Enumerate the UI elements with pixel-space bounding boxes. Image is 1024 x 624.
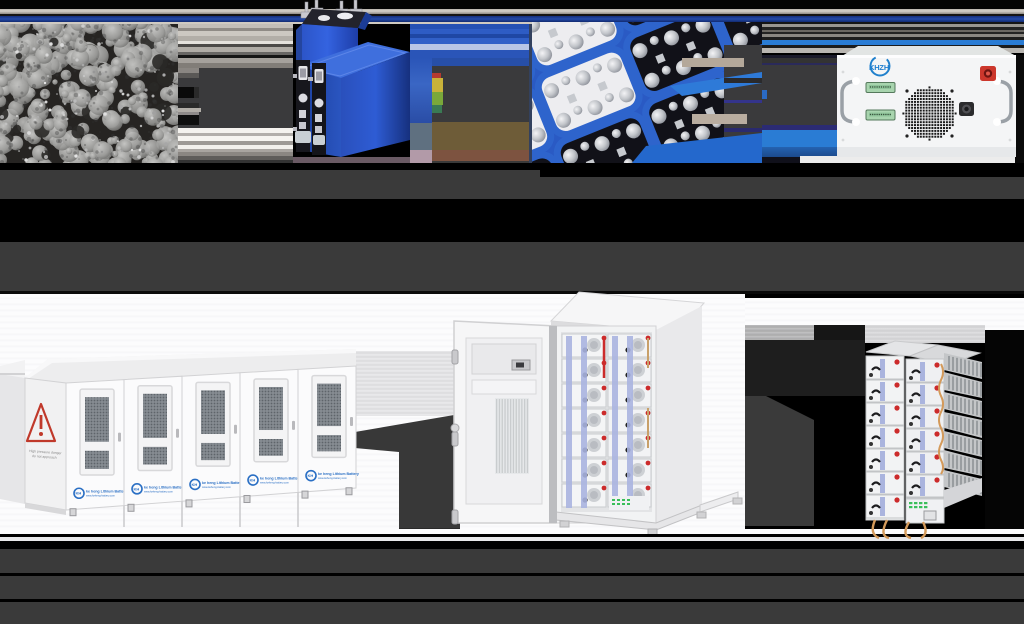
svg-text:KH: KH [134,486,140,491]
svg-text:do not approach: do not approach [32,454,57,460]
svg-text:ke heng Lithium Battery: ke heng Lithium Battery [86,490,127,494]
svg-text:www.keheng-battery.com: www.keheng-battery.com [318,476,347,480]
svg-text:KH: KH [308,473,314,478]
svg-text:www.keheng-battery.com: www.keheng-battery.com [260,481,289,485]
svg-text:KH: KH [192,482,198,487]
svg-text:ke heng Lithium Battery: ke heng Lithium Battery [202,481,243,485]
svg-text:KHZH: KHZH [869,63,889,72]
svg-text:KH: KH [76,491,82,496]
svg-text:KH: KH [250,478,256,483]
svg-text:www.keheng-battery.com: www.keheng-battery.com [86,494,115,498]
svg-text:ke heng Lithium Battery: ke heng Lithium Battery [260,477,301,481]
svg-text:ke heng Lithium Battery: ke heng Lithium Battery [144,485,185,489]
svg-text:ke heng Lithium Battery: ke heng Lithium Battery [318,472,359,476]
svg-text:www.keheng-battery.com: www.keheng-battery.com [144,489,173,493]
svg-text:High pressure danger: High pressure danger [29,449,63,455]
svg-text:www.keheng-battery.com: www.keheng-battery.com [202,485,231,489]
